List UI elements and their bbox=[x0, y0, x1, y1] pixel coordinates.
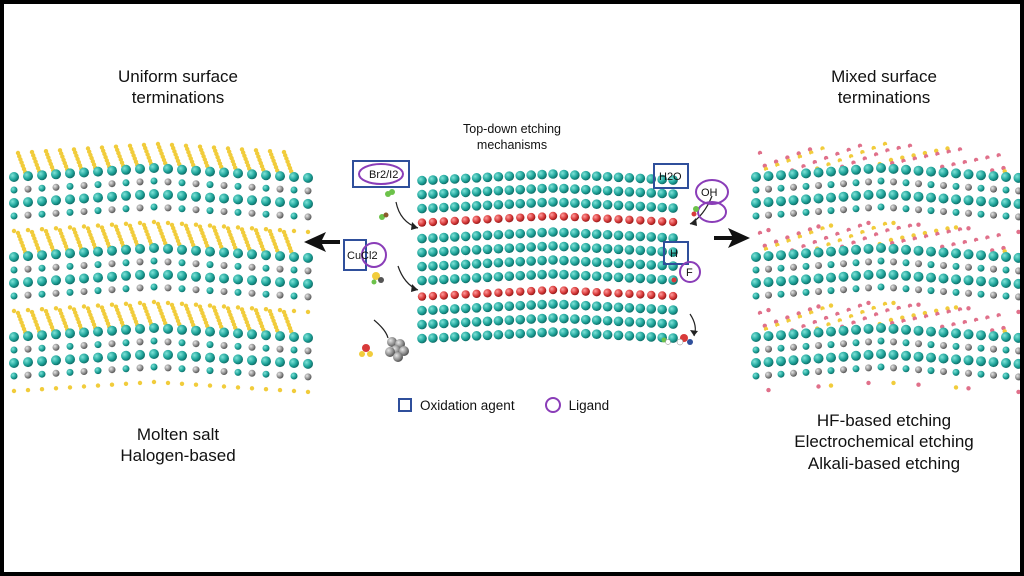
center-title-line1: Top-down etching bbox=[463, 122, 561, 136]
ligand-circle-oh-2 bbox=[697, 201, 727, 223]
etch-arrowheads bbox=[411, 218, 698, 336]
agent-h-label: H bbox=[670, 248, 678, 260]
legend-oxidation-agent: Oxidation agent bbox=[420, 397, 515, 413]
oxidation-box-cucl2 bbox=[343, 239, 367, 271]
center-title-line2: mechanisms bbox=[476, 137, 548, 152]
right-caption-line3: Alkali-based etching bbox=[807, 453, 961, 473]
agent-oh-label: OH bbox=[701, 187, 718, 199]
agent-br2-label: Br2/I2 bbox=[369, 169, 398, 181]
arrow-left-icon bbox=[304, 232, 340, 252]
oxidation-agent-square-icon bbox=[398, 398, 412, 412]
right-title: Mixed surface terminations bbox=[774, 66, 994, 109]
ligand-circle-icon bbox=[544, 397, 561, 413]
legend-ligand: Ligand bbox=[568, 397, 610, 413]
figure-frame: Br2/I2 CuCl2 H2O OH H F Uniform sur bbox=[4, 4, 1020, 572]
left-title-line2: terminations bbox=[131, 88, 225, 108]
oxidation-box-h2o bbox=[653, 163, 689, 189]
legend: Oxidation agent Ligand bbox=[398, 397, 609, 413]
max-phase-stack bbox=[417, 169, 678, 344]
left-title-line1: Uniform surface bbox=[118, 67, 238, 86]
right-caption-line1: HF-based etching bbox=[816, 411, 952, 430]
ligand-circle-cucl2 bbox=[361, 242, 387, 268]
right-title-line1: Mixed surface bbox=[831, 67, 937, 86]
center-title: Top-down etching mechanisms bbox=[432, 122, 592, 153]
right-title-line2: terminations bbox=[837, 88, 931, 108]
ligand-circle-f bbox=[679, 261, 701, 283]
left-title: Uniform surface terminations bbox=[68, 66, 288, 109]
right-caption: HF-based etching Electrochemical etching… bbox=[760, 410, 1008, 474]
oxidation-box-h bbox=[663, 241, 689, 265]
right-caption-line2: Electrochemical etching bbox=[794, 432, 974, 452]
ligand-circle-br2 bbox=[358, 163, 404, 185]
ligand-circle-oh bbox=[695, 179, 729, 205]
uniform-termination-stack bbox=[9, 141, 313, 395]
left-caption-line1: Molten salt bbox=[136, 425, 220, 444]
mixed-termination-stack bbox=[751, 141, 1020, 395]
oxidation-box-br2 bbox=[352, 160, 410, 188]
agent-f-label: F bbox=[686, 267, 693, 279]
left-caption: Molten salt Halogen-based bbox=[68, 424, 288, 467]
arrow-right-icon bbox=[714, 228, 750, 248]
molecule-icons bbox=[359, 189, 699, 362]
agent-h2o-label: H2O bbox=[659, 171, 682, 183]
diagram-artwork: Br2/I2 CuCl2 H2O OH H F bbox=[9, 141, 1020, 395]
agent-cucl2-label: CuCl2 bbox=[347, 250, 378, 262]
left-caption-line2: Halogen-based bbox=[120, 446, 236, 466]
